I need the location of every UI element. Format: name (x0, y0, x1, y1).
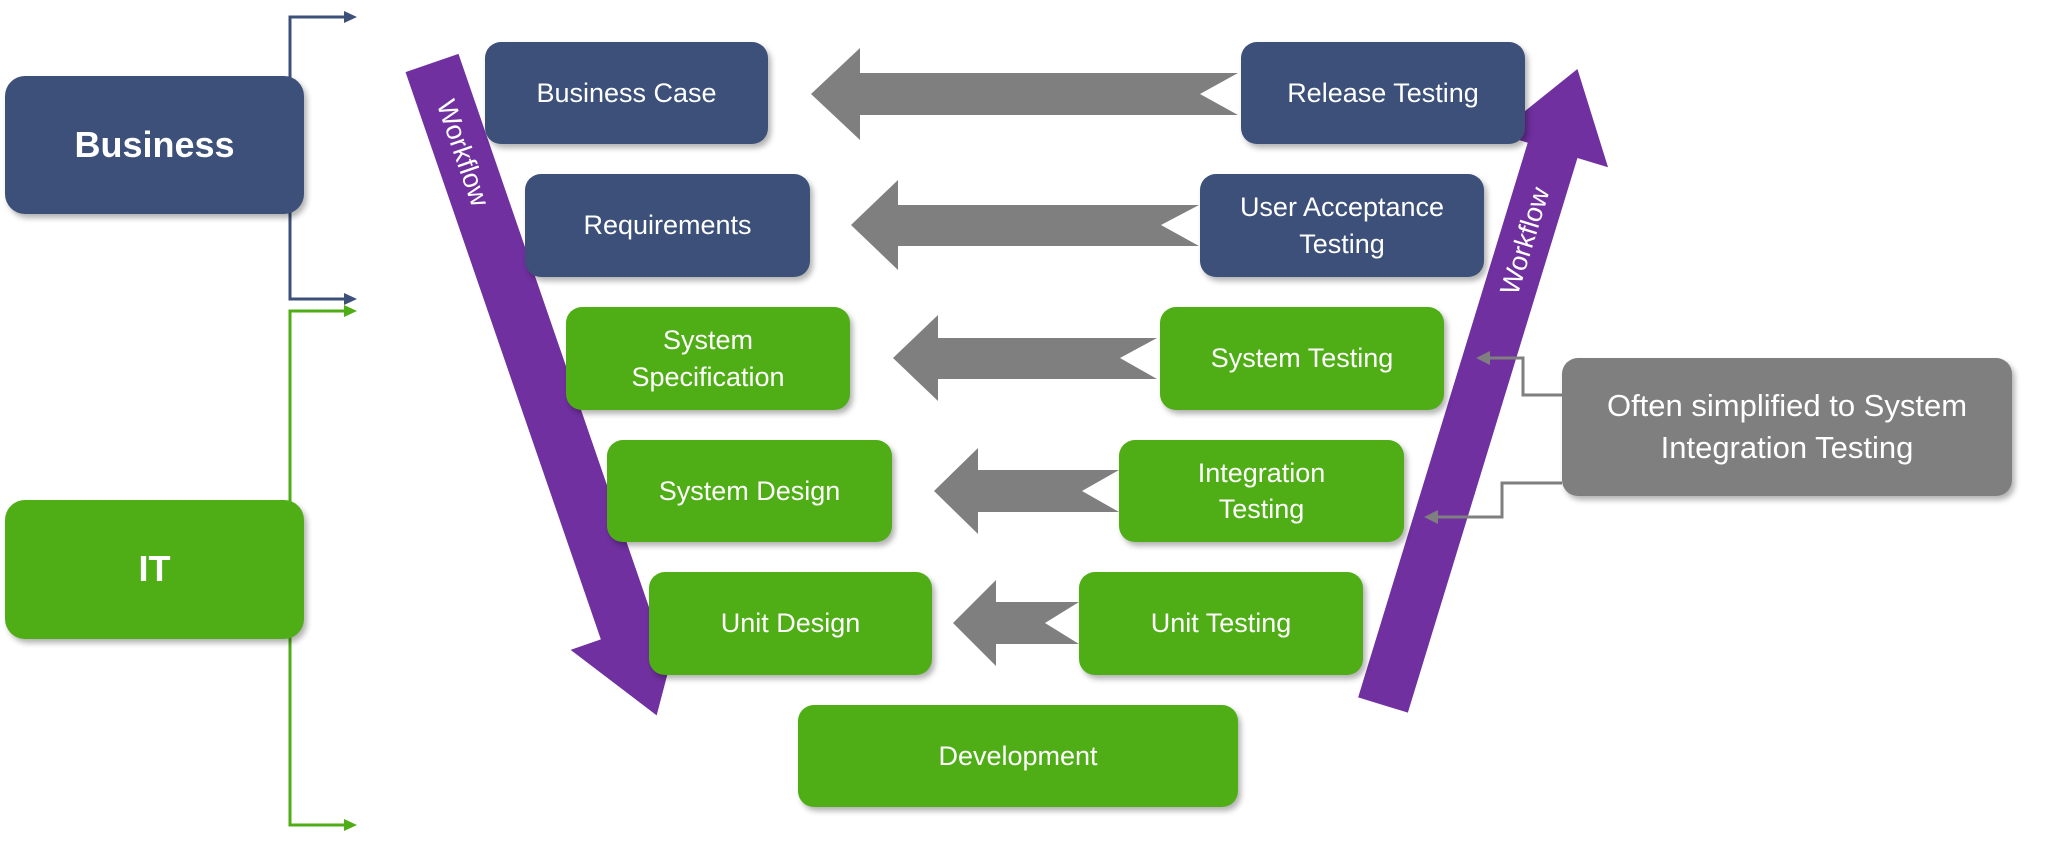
phase-requirements: Requirements (525, 174, 810, 277)
phase-system-design: System Design (607, 440, 892, 542)
note-callout: Often simplified to System Integration T… (1562, 358, 2012, 496)
group-business: Business (5, 76, 304, 214)
note-connector-integration-testing (1434, 481, 1562, 519)
mapping-arrow-4 (934, 448, 1119, 534)
mapping-arrow-2 (851, 180, 1199, 270)
phase-unit-design: Unit Design (649, 572, 932, 675)
it-bracket-arrow-top (344, 305, 357, 317)
group-it-label: IT (138, 548, 171, 590)
group-business-label: Business (74, 123, 235, 165)
phase-label: Unit Design (720, 608, 861, 639)
phase-label: System Design (658, 475, 841, 506)
group-it: IT (5, 500, 304, 639)
phase-unit-testing: Unit Testing (1079, 572, 1363, 675)
phase-label: Unit Testing (1150, 608, 1292, 639)
phase-integration-testing: Integration Testing (1119, 440, 1404, 542)
business-bracket-arrow-bottom (344, 293, 357, 305)
note-text: Often simplified to System Integration T… (1606, 388, 1968, 465)
phase-user-acceptance-testing: User Acceptance Testing (1200, 174, 1484, 277)
phase-development: Development (798, 705, 1238, 807)
phase-label: User Acceptance Testing (1239, 192, 1445, 259)
mapping-arrow-3 (893, 315, 1157, 401)
phase-business-case: Business Case (485, 42, 768, 144)
note-connector-system-testing (1486, 356, 1562, 397)
phase-label: Requirements (583, 210, 752, 241)
mapping-arrow-5 (953, 580, 1079, 666)
it-bracket-arrow-bottom (344, 819, 357, 831)
business-bracket-arrow-top (344, 11, 357, 23)
phase-label: Integration Testing (1197, 457, 1326, 524)
phase-label: System Specification (631, 325, 785, 392)
phase-system-testing: System Testing (1160, 307, 1444, 410)
note-connector-arrowhead-2 (1424, 510, 1438, 524)
phase-label: Development (938, 740, 1098, 771)
phase-label: Business Case (536, 77, 717, 108)
phase-label: Release Testing (1287, 77, 1479, 108)
note-connector-arrowhead-1 (1476, 351, 1490, 365)
phase-release-testing: Release Testing (1241, 42, 1525, 144)
mapping-arrow-1 (811, 48, 1238, 140)
phase-label: System Testing (1210, 343, 1394, 374)
phase-system-specification: System Specification (566, 307, 850, 410)
